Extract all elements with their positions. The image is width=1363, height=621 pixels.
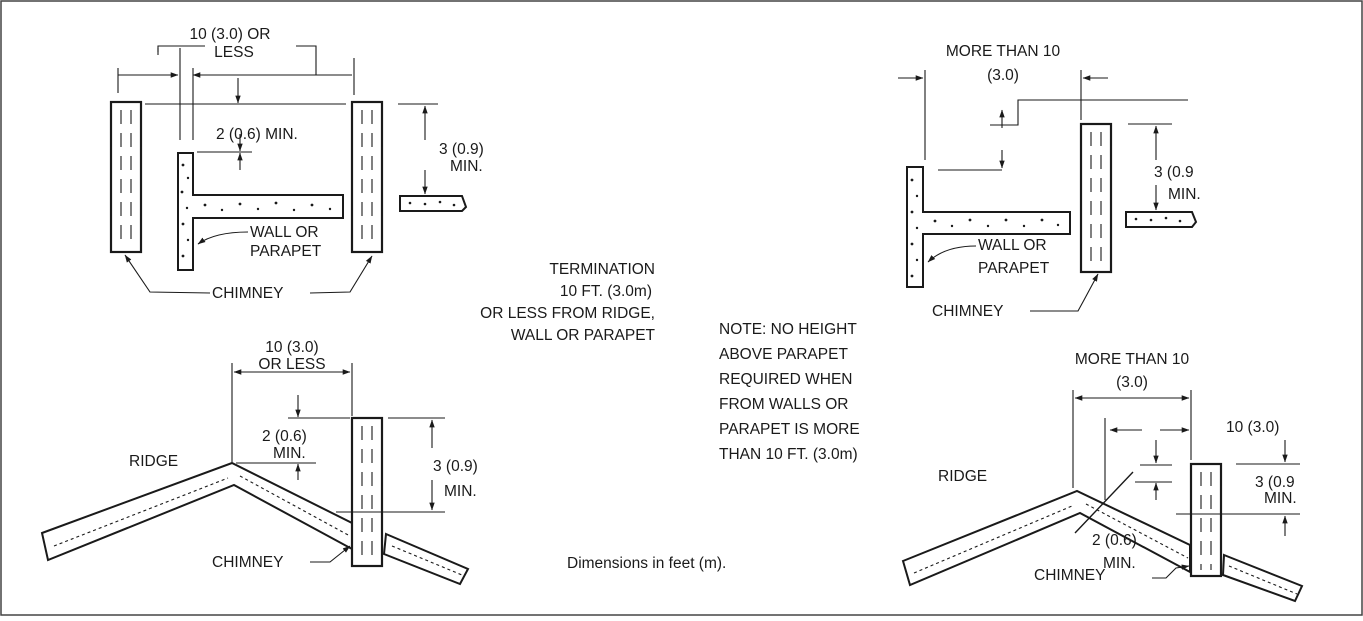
wall-parapet bbox=[177, 152, 344, 271]
svg-text:REQUIRED WHEN: REQUIRED WHEN bbox=[719, 371, 852, 388]
svg-text:THAN 10 FT. (3.0m): THAN 10 FT. (3.0m) bbox=[719, 446, 858, 463]
svg-text:2 (0.6): 2 (0.6) bbox=[1092, 532, 1137, 549]
label-tl-3min: 3 (0.9) bbox=[439, 141, 484, 158]
chimney-left bbox=[109, 100, 143, 254]
svg-text:MORE THAN 10: MORE THAN 10 bbox=[946, 43, 1061, 60]
chimney-bl bbox=[350, 416, 384, 568]
label-bl-chimney: CHIMNEY bbox=[212, 554, 283, 571]
chimney-tr bbox=[1079, 122, 1113, 274]
svg-text:MIN.: MIN. bbox=[1264, 490, 1297, 507]
svg-text:PARAPET: PARAPET bbox=[978, 260, 1050, 277]
label-tl-dim-less: LESS bbox=[214, 44, 254, 61]
svg-text:OR LESS FROM RIDGE,: OR LESS FROM RIDGE, bbox=[480, 305, 655, 322]
svg-text:10 (3.0): 10 (3.0) bbox=[265, 339, 318, 356]
label-tl-dim: 10 (3.0) OR bbox=[190, 26, 271, 43]
svg-text:(3.0): (3.0) bbox=[1116, 374, 1148, 391]
roof-slab bbox=[399, 195, 468, 212]
svg-text:MORE THAN 10: MORE THAN 10 bbox=[1075, 351, 1190, 368]
svg-text:3 (0.9: 3 (0.9 bbox=[1255, 474, 1295, 491]
svg-text:3 (0.9): 3 (0.9) bbox=[433, 458, 478, 475]
svg-text:(3.0): (3.0) bbox=[987, 67, 1019, 84]
svg-text:MIN.: MIN. bbox=[1103, 555, 1136, 572]
svg-text:MIN.: MIN. bbox=[273, 445, 306, 462]
bottom-left-figure: 10 (3.0) OR LESS 2 (0.6) MIN. RIDGE 3 (0… bbox=[40, 339, 478, 586]
label-tl-3min-min: MIN. bbox=[450, 158, 483, 175]
note-caption: NOTE: NO HEIGHT ABOVE PARAPET REQUIRED W… bbox=[719, 321, 860, 463]
chimney-br bbox=[1189, 462, 1223, 578]
svg-text:PARAPET IS MORE: PARAPET IS MORE bbox=[719, 421, 860, 438]
svg-text:CHIMNEY: CHIMNEY bbox=[1034, 567, 1105, 584]
svg-text:2 (0.6): 2 (0.6) bbox=[262, 428, 307, 445]
svg-text:3 (0.9: 3 (0.9 bbox=[1154, 164, 1194, 181]
svg-text:CHIMNEY: CHIMNEY bbox=[932, 303, 1003, 320]
svg-text:TERMINATION: TERMINATION bbox=[549, 261, 655, 278]
top-left-figure: 10 (3.0) OR LESS 2 (0.6) MIN. 3 (0.9) MI… bbox=[109, 26, 484, 302]
svg-text:10 (3.0): 10 (3.0) bbox=[1226, 419, 1279, 436]
dimensions-note: Dimensions in feet (m). bbox=[567, 555, 726, 572]
label-bl-ridge: RIDGE bbox=[129, 453, 178, 470]
svg-text:MIN.: MIN. bbox=[1168, 186, 1201, 203]
svg-text:10 FT. (3.0m): 10 FT. (3.0m) bbox=[560, 283, 652, 300]
svg-text:WALL OR: WALL OR bbox=[978, 237, 1047, 254]
svg-text:FROM WALLS OR: FROM WALLS OR bbox=[719, 396, 848, 413]
chimney-right bbox=[350, 100, 384, 254]
label-tl-wall: WALL OR bbox=[250, 224, 319, 241]
svg-text:OR LESS: OR LESS bbox=[258, 356, 325, 373]
svg-text:RIDGE: RIDGE bbox=[938, 468, 987, 485]
termination-caption: TERMINATION 10 FT. (3.0m) OR LESS FROM R… bbox=[480, 261, 655, 344]
label-tl-parapet: PARAPET bbox=[250, 243, 322, 260]
svg-text:WALL OR PARAPET: WALL OR PARAPET bbox=[511, 327, 656, 344]
label-tl-min: 2 (0.6) MIN. bbox=[216, 126, 298, 143]
svg-text:ABOVE PARAPET: ABOVE PARAPET bbox=[719, 346, 848, 363]
bottom-right-figure: MORE THAN 10 (3.0) 10 (3.0) 2 (0.6) MIN.… bbox=[901, 351, 1304, 603]
svg-text:NOTE: NO HEIGHT: NOTE: NO HEIGHT bbox=[719, 321, 857, 338]
svg-text:MIN.: MIN. bbox=[444, 483, 477, 500]
top-right-figure: MORE THAN 10 (3.0) 3 (0.9 MIN. WALL OR P… bbox=[898, 43, 1201, 320]
label-tl-chimney: CHIMNEY bbox=[212, 285, 283, 302]
